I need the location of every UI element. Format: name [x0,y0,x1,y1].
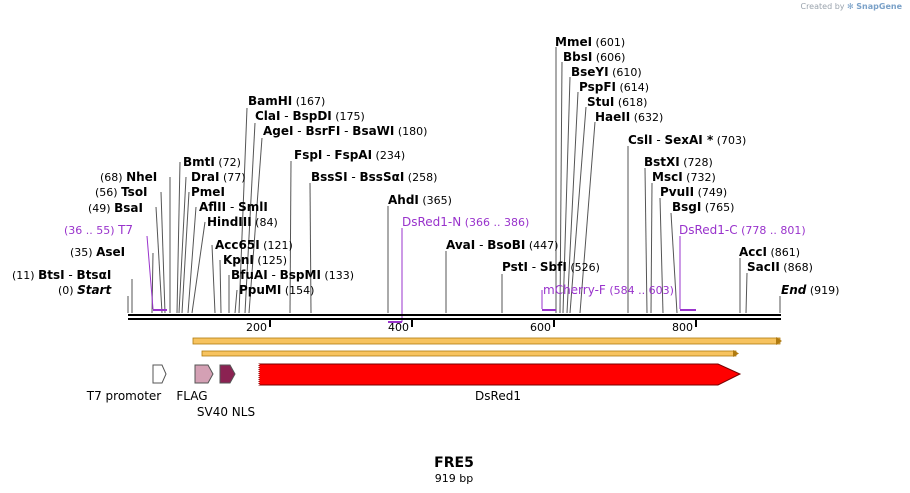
enzyme-site-label: BseYI (610) [571,65,642,79]
end-label: End (919) [781,283,839,297]
sequence-length: 919 bp [435,472,473,485]
enzyme-site-label: PpuMI (154) [239,283,314,297]
enzyme-site-label: PvuII (749) [660,185,727,199]
enzyme-site-label: MmeI (601) [555,35,625,49]
feature-label: FLAG [176,389,207,403]
enzyme-site-label: SacII (868) [747,260,813,274]
credit-text: Created by [800,2,845,11]
enzyme-site-label: CslI - SexAI * (703) [628,133,746,147]
orf-frame-1 [192,337,781,345]
enzyme-site-label: AccI (861) [739,245,800,259]
enzyme-site-label: (56) TsoI [95,185,148,199]
enzyme-site-label: BfuAI - BspMI (133) [231,268,354,282]
enzyme-site-label: PspFI (614) [579,80,649,94]
feature-label: SV40 NLS [197,405,255,419]
feature-label: DsRed1 [475,389,521,403]
enzyme-site-label: HindIII (84) [207,215,278,229]
tick-label: 400 [388,321,409,334]
tick-label: 200 [246,321,267,334]
t7-promoter-arrow [152,364,167,384]
enzyme-site-label: MscI (732) [652,170,716,184]
enzyme-site-label: AhdI (365) [388,193,452,207]
enzyme-site-label: FspI - FspAI (234) [294,148,405,162]
dsred1-arrow [258,363,742,386]
feature-label: T7 promoter [86,389,162,403]
enzyme-site-label: AflII - SmlI [199,200,268,214]
sequence-name: FRE5 [434,455,474,471]
enzyme-site-label: BamHI (167) [248,94,325,108]
enzyme-site-label: StuI (618) [587,95,647,109]
snapgene-name: SnapGene [856,2,902,11]
enzyme-site-label: KpnI (125) [223,253,287,267]
start-label: (0) Start [58,283,112,297]
orf-frame-1-head [776,337,782,345]
enzyme-site-label: BbsI (606) [563,50,625,64]
tick-label: 600 [530,321,551,334]
enzyme-site-label: ClaI - BspDI (175) [255,109,365,123]
primer-label: mCherry-F (584 .. 603) [543,283,674,297]
snapgene-credit: Created by ✻ SnapGene [800,2,902,11]
site-leader-lines [127,47,781,314]
enzyme-site-label: BmtI (72) [183,155,241,169]
enzyme-site-label: HaeII (632) [595,110,663,124]
primer-label: DsRed1-N (366 .. 386) [402,215,529,229]
enzyme-site-label: (49) BsaI [88,201,143,215]
enzyme-site-label: AgeI - BsrFI - BsaWI (180) [263,124,427,138]
enzyme-site-label: Acc65I (121) [215,238,293,252]
ruler-ticks: 200 400 600 800 [246,320,697,334]
enzyme-site-label: BsgI (765) [672,200,734,214]
enzyme-site-label: (68) NheI [100,170,157,184]
primer-label: DsRed1-C (778 .. 801) [679,223,806,237]
primer-label: (36 .. 55) T7 [64,223,133,237]
enzyme-site-label: DraI (77) [191,170,246,184]
sv40-nls-arrow [219,364,236,384]
flag-arrow [194,364,214,384]
enzyme-site-label: (11) BtsI - BtsαI [12,268,111,282]
enzyme-site-label: BssSI - BssSαI (258) [311,170,437,184]
orf-frame-2-head [733,350,739,357]
orf-bars [192,337,782,357]
enzyme-site-label: (35) AseI [70,245,125,259]
snapgene-logo-icon: ✻ [847,2,854,11]
primer-markers [146,228,696,323]
tick-label: 800 [672,321,693,334]
enzyme-site-label: PmeI [191,185,225,199]
enzyme-site-label: AvaI - BsoBI (447) [446,238,558,252]
orf-frame-2 [201,350,737,357]
enzyme-site-label: BstXI (728) [644,155,713,169]
feature-track [152,363,742,386]
enzyme-site-label: PstI - SbfI (526) [502,260,600,274]
sequence-backbone [128,314,781,320]
